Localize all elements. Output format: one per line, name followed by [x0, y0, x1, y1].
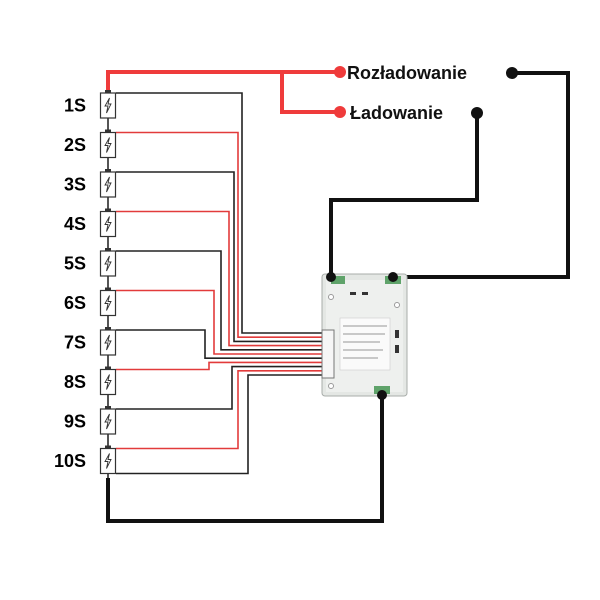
balance-wire — [116, 370, 322, 450]
balance-wire — [116, 171, 322, 343]
cells-group: 1S 2S 3S 4S 5S 6S 7S 8S 9S 10S — [54, 90, 117, 475]
cell-label: 2S — [64, 135, 86, 155]
balance-wire — [116, 289, 322, 355]
lightning-bolt-icon — [104, 374, 112, 390]
cell-label: 10S — [54, 451, 86, 471]
balance-wire — [116, 365, 322, 410]
cell-terminal — [105, 287, 111, 291]
charge-positive-wire — [280, 72, 340, 114]
cell-terminal — [105, 327, 111, 330]
balance-wire — [116, 131, 322, 338]
cell-terminal — [105, 169, 111, 172]
bms-pad-b-minus — [331, 276, 345, 284]
lightning-bolt-icon — [104, 295, 112, 311]
cell-terminal — [105, 208, 111, 212]
cell-4: 4S — [64, 208, 117, 238]
charge-negative-terminal — [471, 107, 483, 119]
charge-positive-terminal — [334, 106, 346, 118]
balance-wires — [116, 92, 322, 475]
lightning-bolt-icon — [104, 255, 112, 272]
cell-body — [99, 289, 117, 317]
discharge-label: Rozładowanie — [347, 63, 467, 83]
charge-negative-wire — [329, 113, 479, 277]
cell-terminal — [105, 445, 111, 449]
balance-connector — [321, 329, 335, 379]
balance-wire — [116, 361, 322, 371]
balance-wire — [116, 92, 322, 334]
mounting-hole — [394, 302, 400, 308]
cell-body — [99, 210, 117, 238]
discharge-negative-terminal — [506, 67, 518, 79]
cell-terminal — [105, 366, 111, 370]
cell-5: 5S — [64, 248, 117, 277]
discharge-negative-wire — [393, 71, 570, 279]
balance-wire — [116, 374, 322, 475]
cell-10: 10S — [54, 445, 117, 475]
bms-p-minus-dot — [388, 272, 398, 282]
cell-1: 1S — [64, 90, 117, 119]
pack-negative-wire — [106, 395, 384, 523]
cell-body — [99, 92, 117, 119]
cell-label: 1S — [64, 96, 86, 116]
cell-terminal — [105, 129, 111, 133]
cell-label: 7S — [64, 333, 86, 353]
lightning-bolt-icon — [104, 137, 112, 153]
cell-label: 6S — [64, 293, 86, 313]
cell-label: 9S — [64, 412, 86, 432]
cell-terminal — [105, 248, 111, 251]
cell-body — [99, 131, 117, 159]
cell-body — [99, 250, 117, 277]
discharge-positive-terminal — [334, 66, 346, 78]
cell-terminal — [105, 90, 111, 93]
mounting-hole — [328, 383, 334, 389]
cell-body — [99, 447, 117, 475]
bms-label-sticker — [339, 317, 391, 371]
cell-body — [99, 329, 117, 356]
cell-label: 3S — [64, 175, 86, 195]
cell-body — [99, 171, 117, 198]
lightning-bolt-icon — [104, 334, 112, 351]
smd-component — [395, 330, 399, 338]
cell-9: 9S — [64, 406, 117, 435]
cell-8: 8S — [64, 366, 117, 396]
lightning-bolt-icon — [104, 413, 112, 430]
lightning-bolt-icon — [104, 216, 112, 232]
positive-main-wire — [106, 70, 340, 93]
cell-7: 7S — [64, 327, 117, 356]
lightning-bolt-icon — [104, 97, 112, 114]
balance-wire — [116, 250, 322, 351]
mounting-hole — [328, 294, 334, 300]
bms-b-minus-dot — [326, 272, 336, 282]
cell-2: 2S — [64, 129, 117, 159]
smd-component — [350, 292, 356, 295]
cell-body — [99, 368, 117, 396]
charge-label: Ładowanie — [350, 103, 443, 123]
cell-label: 5S — [64, 254, 86, 274]
cell-terminal — [105, 406, 111, 409]
cell-label: 4S — [64, 214, 86, 234]
lightning-bolt-icon — [104, 453, 112, 469]
lightning-bolt-icon — [104, 176, 112, 193]
bms-board — [321, 273, 408, 397]
cell-label: 8S — [64, 372, 86, 392]
balance-wire — [116, 210, 322, 347]
balance-wire — [116, 329, 322, 359]
smd-component — [395, 345, 399, 353]
smd-component — [362, 292, 368, 295]
cell-3: 3S — [64, 169, 117, 198]
cell-body — [99, 408, 117, 435]
cell-6: 6S — [64, 287, 117, 317]
bms-c-minus-dot — [377, 390, 387, 400]
